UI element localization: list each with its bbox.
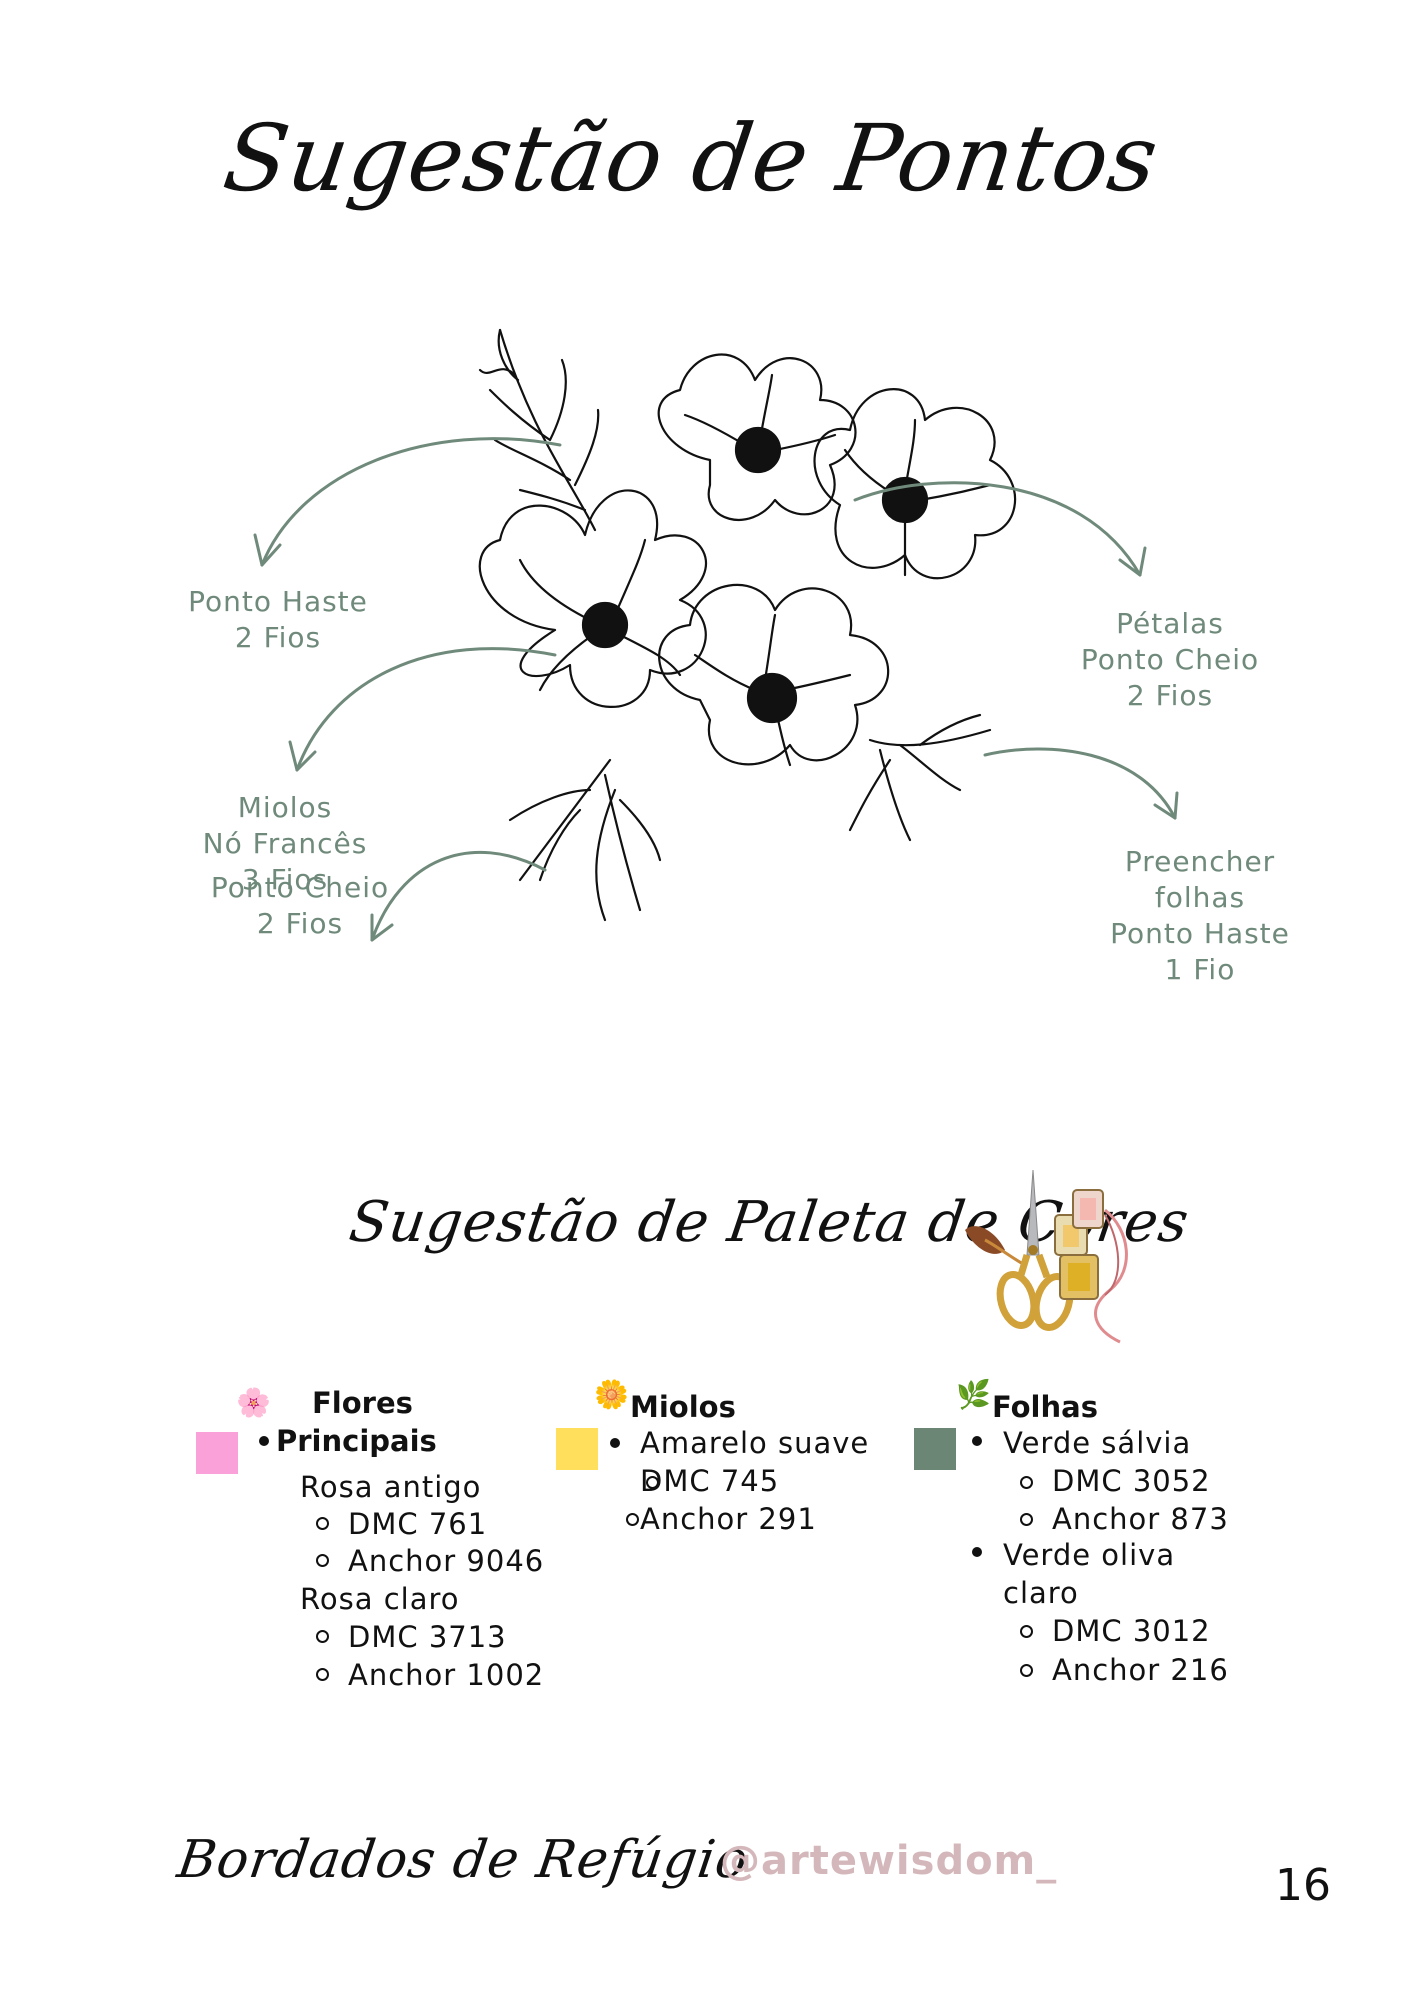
- folhas-item: DMC 3012: [1052, 1614, 1211, 1648]
- folhas-item: Verde sálvia: [1003, 1426, 1192, 1460]
- circle-bullet-icon: [1020, 1513, 1033, 1526]
- stitch-arrows: [253, 437, 1179, 942]
- label-miolos: Miolos Nó Francês 3 Fios: [202, 791, 368, 896]
- arrow-petalas: [853, 481, 1142, 577]
- flower-bouquet-illustration: [478, 328, 1017, 922]
- arrow-haste: [260, 437, 562, 567]
- bullet-icon: [259, 1436, 269, 1446]
- flores-item: DMC 761: [348, 1507, 488, 1541]
- cherry-blossom-icon: 🌸: [236, 1386, 271, 1419]
- miolos-item: Anchor 291: [640, 1502, 817, 1536]
- label-ponto-haste: Ponto Haste 2 Fios: [188, 585, 368, 654]
- circle-bullet-icon: [316, 1554, 329, 1567]
- circle-bullet-icon: [1020, 1476, 1033, 1489]
- footer-brand: Bordados de Refúgio: [173, 1830, 753, 1890]
- miolos-color-swatch: [556, 1428, 598, 1470]
- label-petalas: Pétalas Ponto Cheio 2 Fios: [1080, 607, 1260, 712]
- flores-color-swatch: [196, 1432, 238, 1474]
- label-ponto-cheio: Ponto Cheio 2 Fios: [210, 871, 390, 940]
- bullet-icon: [972, 1547, 982, 1557]
- arrow-folhas: [983, 747, 1177, 820]
- folhas-item: DMC 3052: [1052, 1464, 1211, 1498]
- miolos-heading: Miolos: [630, 1390, 736, 1424]
- label-preencher-folhas: Preencher folhas Ponto Haste 1 Fio: [1110, 845, 1290, 986]
- folhas-item: Anchor 873: [1052, 1502, 1229, 1536]
- circle-bullet-icon: [316, 1630, 329, 1643]
- flores-item: Rosa antigo: [300, 1470, 482, 1504]
- miolos-item: DMC 745: [640, 1464, 780, 1498]
- blossom-icon: 🌼: [594, 1378, 629, 1411]
- flores-item: Anchor 9046: [348, 1544, 545, 1578]
- circle-bullet-icon: [1020, 1625, 1033, 1638]
- herb-icon: 🌿: [956, 1378, 991, 1411]
- folhas-heading: Folhas: [992, 1390, 1098, 1424]
- circle-bullet-icon: [316, 1517, 329, 1530]
- bullet-icon: [610, 1438, 620, 1448]
- arrow-miolos: [295, 647, 557, 772]
- page-number: 16: [1275, 1860, 1331, 1911]
- sewing-tools-illustration: [965, 1170, 1128, 1344]
- flores-item: Rosa claro: [300, 1582, 460, 1616]
- social-handle[interactable]: @artewisdom_: [720, 1838, 1058, 1884]
- flores-item: Anchor 1002: [348, 1658, 545, 1692]
- circle-bullet-icon: [1020, 1664, 1033, 1677]
- folhas-color-swatch: [914, 1428, 956, 1470]
- bullet-icon: [972, 1436, 982, 1446]
- flores-heading-line2: Principais: [276, 1424, 437, 1458]
- folhas-item: Anchor 216: [1052, 1653, 1229, 1687]
- circle-bullet-icon: [646, 1476, 659, 1489]
- miolos-item: Amarelo suave: [640, 1426, 870, 1460]
- circle-bullet-icon: [316, 1668, 329, 1681]
- folhas-item: claro: [1003, 1576, 1079, 1610]
- flores-item: DMC 3713: [348, 1620, 507, 1654]
- circle-bullet-icon: [626, 1513, 639, 1526]
- folhas-item: Verde oliva: [1003, 1538, 1176, 1572]
- flores-heading-line1: Flores: [312, 1386, 413, 1420]
- arrow-ponto-cheio: [370, 850, 547, 942]
